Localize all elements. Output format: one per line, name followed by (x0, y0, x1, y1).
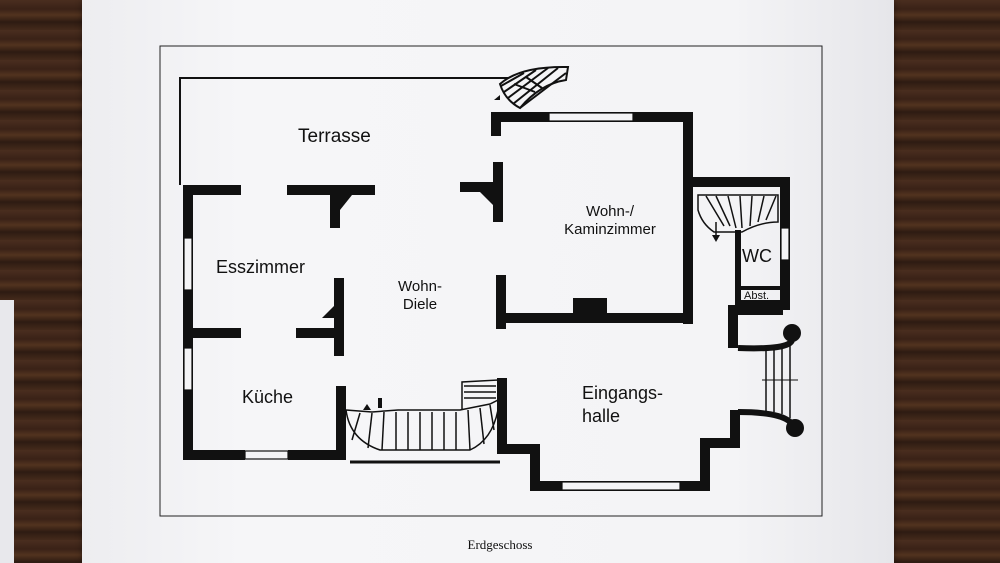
pillar-right-corbel (480, 192, 493, 205)
plan-frame (159, 45, 823, 517)
pillar-left (330, 185, 340, 228)
terrace-stair-arrow-icon (494, 95, 500, 100)
entrance-post-bottom (786, 419, 804, 437)
wall-entry-top (728, 305, 783, 315)
wall-wc-top (693, 177, 788, 187)
entrance-post-top (783, 324, 801, 342)
wall-wohnzimmer-bottom (496, 313, 693, 323)
wall-kueche-bottom-right (288, 450, 346, 460)
window-esszimmer (183, 237, 193, 291)
wall-halle-left (497, 378, 507, 452)
window-kueche-side (183, 347, 193, 391)
wc-stair-arrow-icon (712, 235, 720, 242)
terrace-stair (498, 65, 570, 110)
wall-kueche-top-left (183, 328, 241, 338)
wall-halle-right-top (728, 308, 738, 348)
room-label-abst: Abst. (744, 290, 770, 302)
room-label-wc: WC (742, 246, 772, 266)
interior-corbel (322, 306, 334, 318)
entrance-stair (737, 338, 798, 430)
room-label-esszimmer: Esszimmer (216, 257, 305, 277)
room-label-wohn-diele: Wohn- Diele (398, 278, 442, 313)
wall-wohnzimmer-right (683, 112, 693, 324)
plan-caption: Erdgeschoss (467, 537, 533, 552)
wall-kueche-bottom-left (183, 450, 245, 460)
wc-stair (697, 194, 779, 236)
wall-kueche-top-right (296, 328, 344, 338)
central-stair-post (378, 398, 382, 408)
wall-halle-right-step (700, 438, 740, 448)
room-label-terrasse: Terrasse (298, 126, 371, 147)
pillar-right (493, 162, 503, 222)
adjacent-paper-sheet (0, 300, 14, 563)
fireplace (573, 298, 607, 315)
wall-wohnzimmer-left-bottom (496, 275, 506, 329)
wall-halle-bottom-step (497, 444, 540, 454)
wall-abst-divider (741, 286, 781, 290)
wall-interior-vertical (334, 278, 344, 356)
wall-halle-left-lower (530, 444, 540, 490)
wall-wohnzimmer-left-top (491, 112, 501, 136)
window-kueche-bottom (244, 450, 289, 460)
wall-diele-stub (460, 182, 498, 192)
paper-sheet (82, 0, 894, 563)
window-halle-bottom (561, 481, 681, 491)
room-label-kueche: Küche (242, 387, 294, 407)
wall-left-outer (183, 185, 193, 460)
wall-halle-right-lower (700, 444, 710, 491)
room-label-wohn-kaminzimmer: Wohn-/ Kaminzimmer (564, 203, 656, 238)
terrace-outline (179, 77, 512, 185)
wall-stair-left (336, 386, 346, 460)
room-label-eingangshalle: Eingangs- halle (582, 383, 664, 426)
wall-wc-divider (735, 230, 741, 304)
wall-halle-right (730, 410, 740, 448)
window-wohnzimmer-top (548, 112, 634, 122)
window-wc (780, 227, 790, 261)
pillar-left-corbel (340, 195, 352, 210)
central-stair (345, 379, 500, 464)
central-stair-arrow-icon (363, 404, 371, 410)
wall-esszimmer-top (183, 185, 241, 195)
